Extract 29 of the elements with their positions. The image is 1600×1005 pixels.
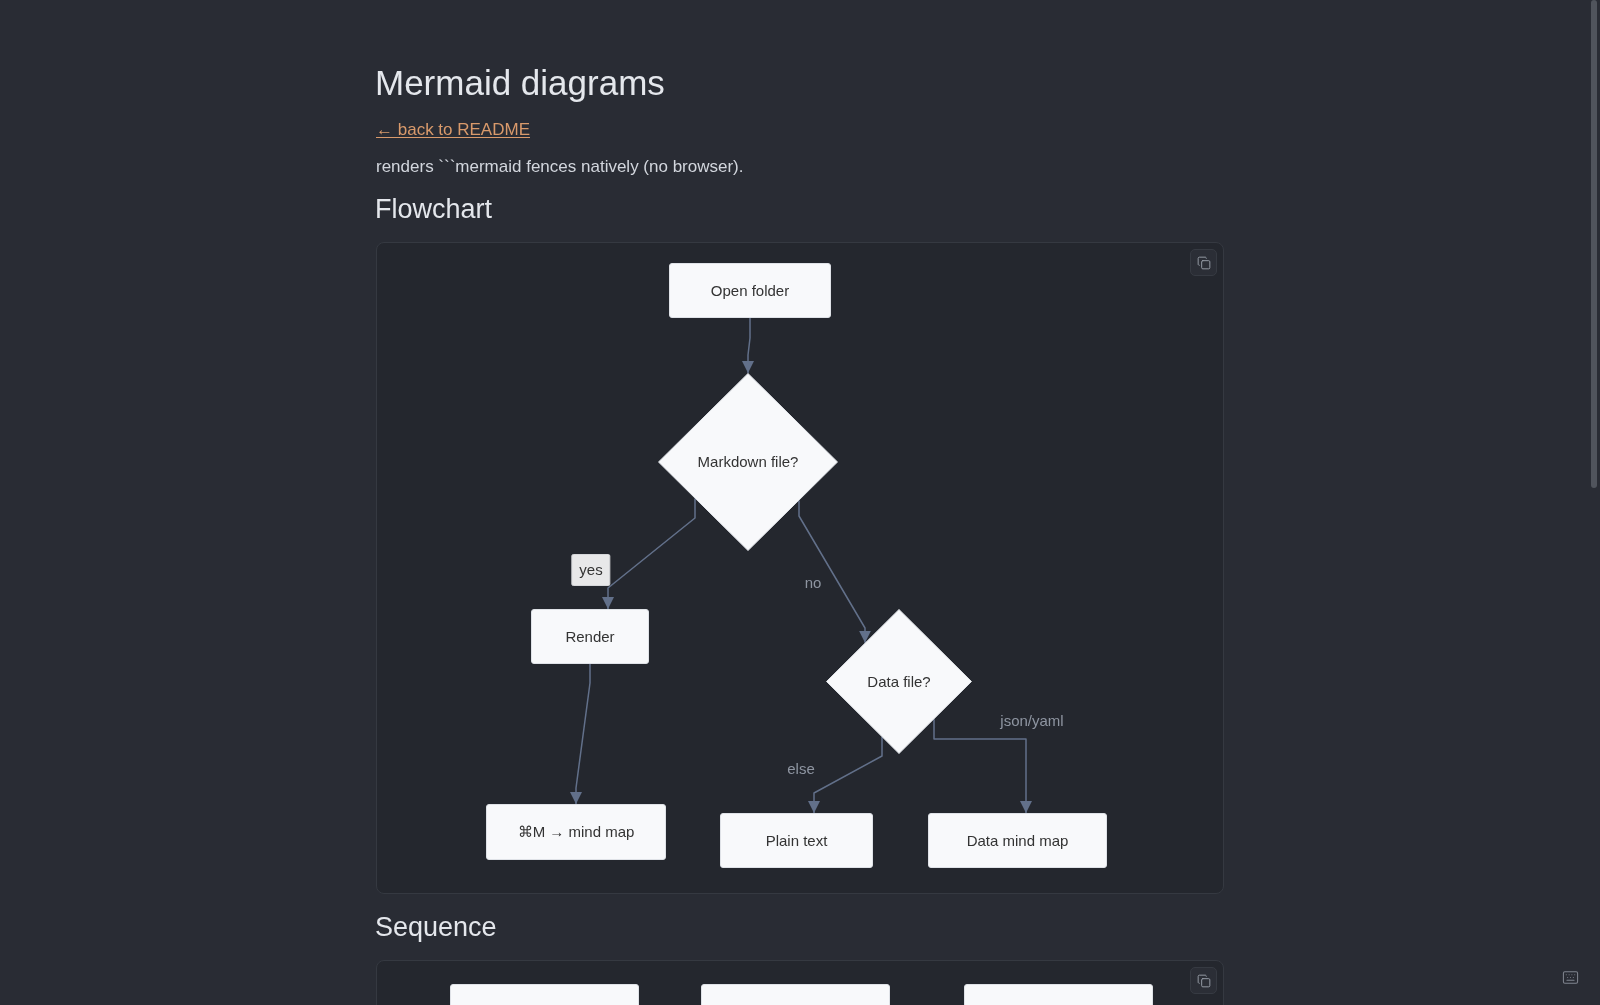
edge-label: yes: [571, 554, 611, 586]
process-box: [669, 263, 831, 318]
node-label: Render: [564, 627, 616, 646]
decision-diamond: [658, 373, 838, 551]
arrow: [808, 736, 883, 814]
node-label: Markdown file?: [696, 453, 800, 471]
edge-label: no: [804, 574, 822, 592]
node-label: ⌘M → mind map: [516, 823, 636, 841]
decision-diamond: [826, 609, 972, 754]
back-link: ← back to README: [376, 120, 530, 140]
node-label: Data mind map: [965, 831, 1070, 850]
arrow: [570, 663, 591, 805]
process-box: [928, 813, 1107, 868]
edge-label: json/yaml: [1000, 712, 1064, 730]
process-box: [531, 609, 649, 664]
section-heading: Sequence: [375, 911, 497, 943]
node-label: Open folder: [709, 281, 791, 300]
arrow: [602, 497, 696, 610]
process-box: [720, 813, 873, 868]
arrow: [798, 499, 871, 644]
arrow: [742, 317, 754, 374]
node-label: Plain text: [764, 831, 829, 850]
page-title: Mermaid diagrams: [375, 63, 665, 103]
section-heading: Flowchart: [375, 193, 493, 225]
edge-label: else: [787, 760, 815, 778]
process-box: [486, 804, 666, 860]
node-label: Data file?: [866, 672, 932, 691]
arrow: [933, 718, 1032, 814]
intro-text: renders ```mermaid fences natively (no browser).: [376, 157, 744, 177]
